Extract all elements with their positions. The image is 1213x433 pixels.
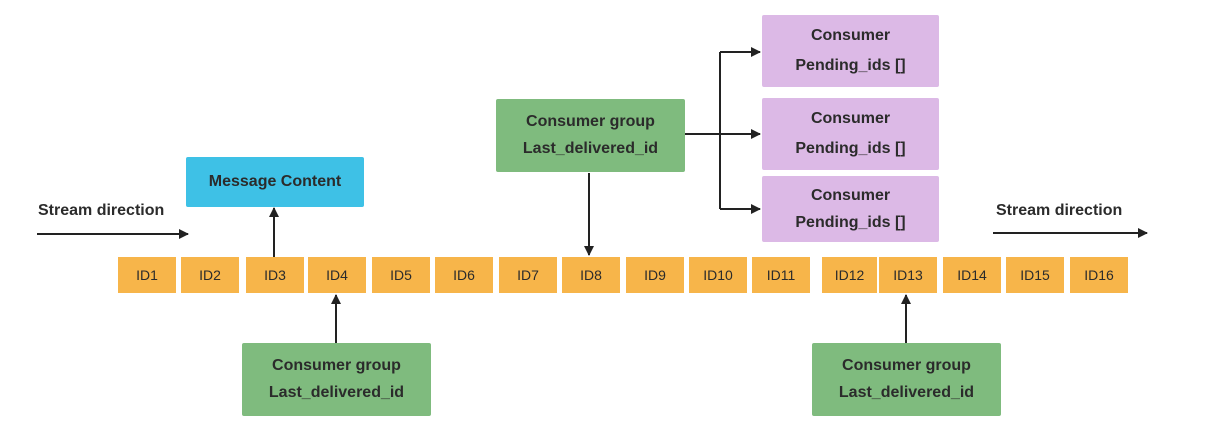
stream-direction-label-right: Stream direction [996,202,1123,219]
stream-entry-id3: ID3 [246,257,304,293]
consumer-title: Consumer [810,186,891,204]
stream-entry-id4: ID4 [308,257,366,293]
pending-ids-label: Pending_ids [] [795,57,906,74]
stream-entry-id12: ID12 [822,257,877,293]
consumer-title: Consumer [810,110,891,127]
consumer-box-3: Consumer Pending_ids [] [762,176,939,242]
stream-entry-id2: ID2 [181,257,239,293]
pending-ids-label: Pending_ids [] [795,213,906,231]
last-delivered-id-label: Last_delivered_id [268,383,405,401]
stream-entry-id10: ID10 [689,257,747,293]
consumer-group-top: Consumer group Last_delivered_id [496,99,685,172]
stream-entry-id13: ID13 [879,257,937,293]
stream-entry-id14: ID14 [943,257,1001,293]
consumer-group-bottom-right: Consumer group Last_delivered_id [812,343,1001,416]
stream-entry-id15: ID15 [1006,257,1064,293]
stream-entry-id6: ID6 [435,257,493,293]
pending-ids-label: Pending_ids [] [795,140,906,157]
last-delivered-id-label: Last_delivered_id [838,383,975,401]
consumer-group-bottom-left: Consumer group Last_delivered_id [242,343,431,416]
stream-direction-label-left: Stream direction [38,202,165,219]
last-delivered-id-label: Last_delivered_id [522,139,659,157]
consumer-group-title: Consumer group [842,357,971,375]
consumer-box-1: Consumer Pending_ids [] [762,15,939,87]
message-content-box: Message Content [186,157,364,207]
stream-entry-id9: ID9 [626,257,684,293]
stream-entry-id1: ID1 [118,257,176,293]
stream-entry-id16: ID16 [1070,257,1128,293]
message-content-label: Message Content [208,173,342,190]
stream-entry-id11: ID11 [752,257,810,293]
consumer-group-title: Consumer group [272,357,401,375]
consumer-box-2: Consumer Pending_ids [] [762,98,939,170]
stream-entry-id5: ID5 [372,257,430,293]
consumer-group-title: Consumer group [526,113,655,131]
stream-entry-id7: ID7 [499,257,557,293]
stream-entry-id8: ID8 [562,257,620,293]
consumer-title: Consumer [810,27,891,44]
